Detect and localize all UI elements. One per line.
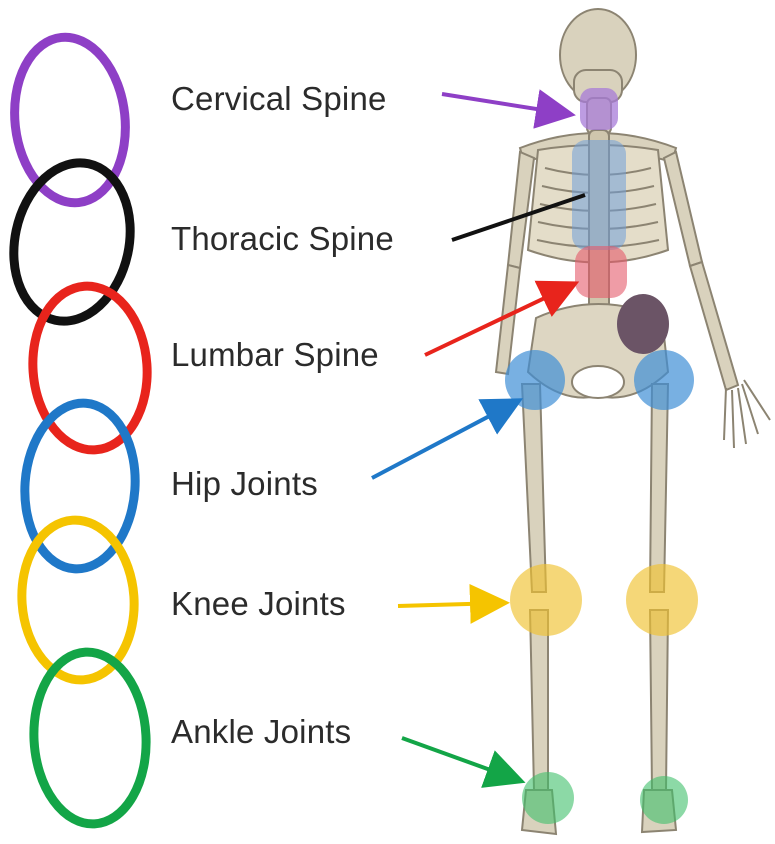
pelvis-opening xyxy=(572,366,624,398)
label-knee-joints: Knee Joints xyxy=(171,585,346,623)
right-ankle-highlight xyxy=(640,776,688,824)
label-lumbar-spine: Lumbar Spine xyxy=(171,336,379,374)
label-hip-joints: Hip Joints xyxy=(171,465,318,503)
left-knee-highlight xyxy=(510,564,582,636)
cervical-arrow xyxy=(442,94,568,114)
right-hand xyxy=(724,380,770,448)
label-cervical-spine: Cervical Spine xyxy=(171,80,387,118)
left-femur xyxy=(522,384,546,592)
label-thoracic-spine: Thoracic Spine xyxy=(171,220,394,258)
hip-arrow xyxy=(372,402,516,478)
right-hip-highlight xyxy=(634,350,694,410)
skeleton-illustration xyxy=(496,9,770,834)
right-upper-arm xyxy=(664,152,702,266)
cervical-highlight xyxy=(580,88,618,130)
left-tibia xyxy=(530,610,548,790)
knee-arrow xyxy=(398,603,502,606)
left-ankle-highlight xyxy=(522,772,574,824)
right-tibia xyxy=(650,610,668,790)
lumbar-highlight xyxy=(575,246,627,298)
label-ankle-joints: Ankle Joints xyxy=(171,713,351,751)
right-femur xyxy=(650,384,668,592)
ankle-arrow xyxy=(402,738,518,780)
pelvis-shadow xyxy=(617,294,669,354)
right-forearm xyxy=(690,262,738,390)
right-knee-highlight xyxy=(626,564,698,636)
